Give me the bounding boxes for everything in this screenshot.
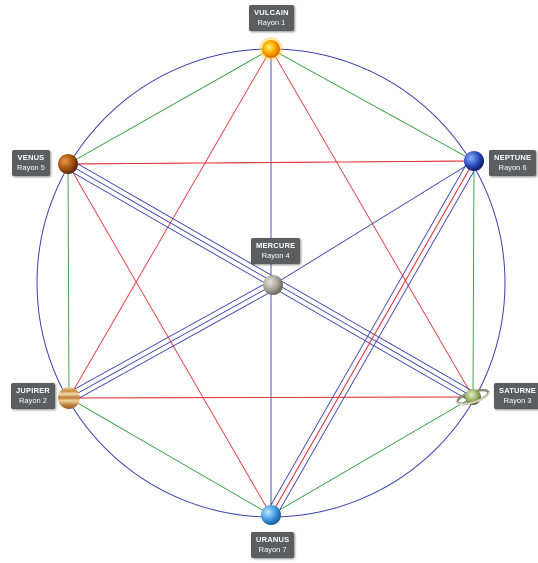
hexagon-edge	[270, 396, 474, 516]
hexagon-edge	[67, 163, 70, 399]
node-ray: Rayon 1	[257, 18, 286, 27]
sun-icon	[259, 37, 283, 61]
node-name: VENUS	[17, 153, 45, 162]
node-ray: Rayon 3	[503, 396, 532, 405]
venus-planet-icon	[58, 154, 78, 174]
triangle-edge	[68, 396, 474, 399]
triangle-edge	[68, 48, 272, 399]
jupiter-mercure-band	[66, 280, 271, 395]
node-label-neptune: NEPTUNE Rayon 6	[489, 150, 537, 176]
node-label-mercure: MERCURE Rayon 4	[251, 238, 301, 264]
triangle-edge	[270, 48, 474, 398]
triangle-edge	[67, 163, 272, 516]
jupiter-planet-icon	[58, 387, 80, 409]
uranus-neptune-band	[274, 163, 479, 518]
node-ray: Rayon 4	[261, 251, 290, 260]
node-label-saturne: SATURNE Rayon 3	[494, 383, 538, 409]
node-name: NEPTUNE	[494, 153, 532, 162]
jupiter-mercure-band	[71, 288, 276, 403]
node-label-jupiter: JUPIRER Rayon 2	[11, 383, 55, 409]
mercury-planet-icon	[263, 275, 283, 295]
hexagon-edge	[67, 48, 272, 165]
node-ray: Rayon 7	[258, 545, 287, 554]
uranus-neptune-band	[270, 160, 475, 516]
node-label-uranus: URANUS Rayon 7	[251, 532, 295, 558]
node-ray: Rayon 6	[498, 163, 527, 172]
uranus-planet-icon	[261, 505, 281, 525]
triangle-edge	[67, 160, 475, 165]
uranus-neptune-band	[266, 158, 471, 513]
jupiter-mercure-band	[68, 284, 274, 399]
node-name: JUPIRER	[16, 386, 50, 395]
node-label-venus: VENUS Rayon 5	[12, 150, 50, 176]
connection-lines	[36, 48, 506, 518]
hexagon-edge	[472, 160, 475, 398]
node-ray: Rayon 2	[18, 396, 47, 405]
neptune-planet-icon	[464, 151, 484, 171]
hexagon-edge	[270, 48, 475, 162]
node-name: MERCURE	[256, 241, 296, 250]
node-label-vulcain: VULCAIN Rayon 1	[249, 5, 294, 31]
mercure-neptune-line	[272, 160, 475, 286]
node-ray: Rayon 5	[17, 163, 45, 172]
hexagon-edge	[68, 397, 272, 516]
node-name: SATURNE	[499, 386, 537, 395]
saturn-ringed-planet-icon	[456, 388, 490, 406]
node-name: URANUS	[256, 535, 290, 544]
node-name: VULCAIN	[254, 8, 289, 17]
